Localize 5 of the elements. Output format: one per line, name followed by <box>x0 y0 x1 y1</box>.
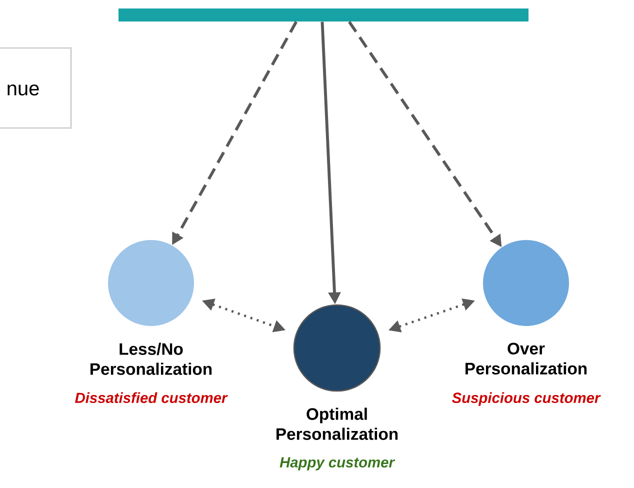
pendulum-bar <box>118 8 528 22</box>
node-label: Less/No Personalization Dissatisfied customer <box>75 342 228 404</box>
node-label: Over Personalization Suspicious customer <box>452 342 601 406</box>
text-box: nue <box>0 47 72 129</box>
node-label: Optimal Personalization Happy customer <box>276 408 398 470</box>
